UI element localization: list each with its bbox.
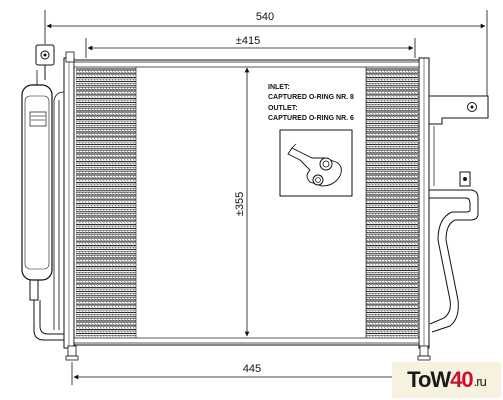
watermark-part3: .ru [473, 374, 487, 389]
bottom-width-dimension: 445 [71, 362, 425, 385]
tubes-middle [135, 67, 367, 338]
port-notes: INLET: CAPTURED O-RING NR. 8 OUTLET: CAP… [268, 84, 354, 122]
bottom-width-label: 445 [243, 363, 261, 375]
condenser-core [63, 57, 430, 349]
core-height-label: ±355 [234, 192, 246, 216]
core-width-label: ±415 [236, 35, 260, 47]
watermark-part2: 40 [450, 367, 474, 392]
inlet-title: INLET: [268, 84, 290, 91]
core-width-dimension: ±415 [85, 35, 416, 58]
outlet-pipe [429, 126, 479, 333]
fitting-detail-view [279, 129, 353, 197]
core-height-dimension: ±355 [234, 67, 250, 337]
overall-width-label: 540 [256, 11, 274, 23]
bottom-mount-pins [65, 345, 431, 361]
outlet-title: OUTLET: [268, 105, 298, 112]
outlet-value: CAPTURED O-RING NR. 6 [268, 115, 354, 122]
right-mount-bracket [428, 95, 489, 125]
overall-width-dimension: 540 [44, 10, 488, 100]
inlet-value: CAPTURED O-RING NR. 8 [268, 94, 354, 101]
watermark-part1: ToW [407, 367, 451, 392]
fins-left-band [75, 68, 136, 338]
receiver-drier [21, 44, 65, 341]
top-left-mount-pin [65, 51, 75, 63]
fins-right-band [365, 68, 419, 338]
